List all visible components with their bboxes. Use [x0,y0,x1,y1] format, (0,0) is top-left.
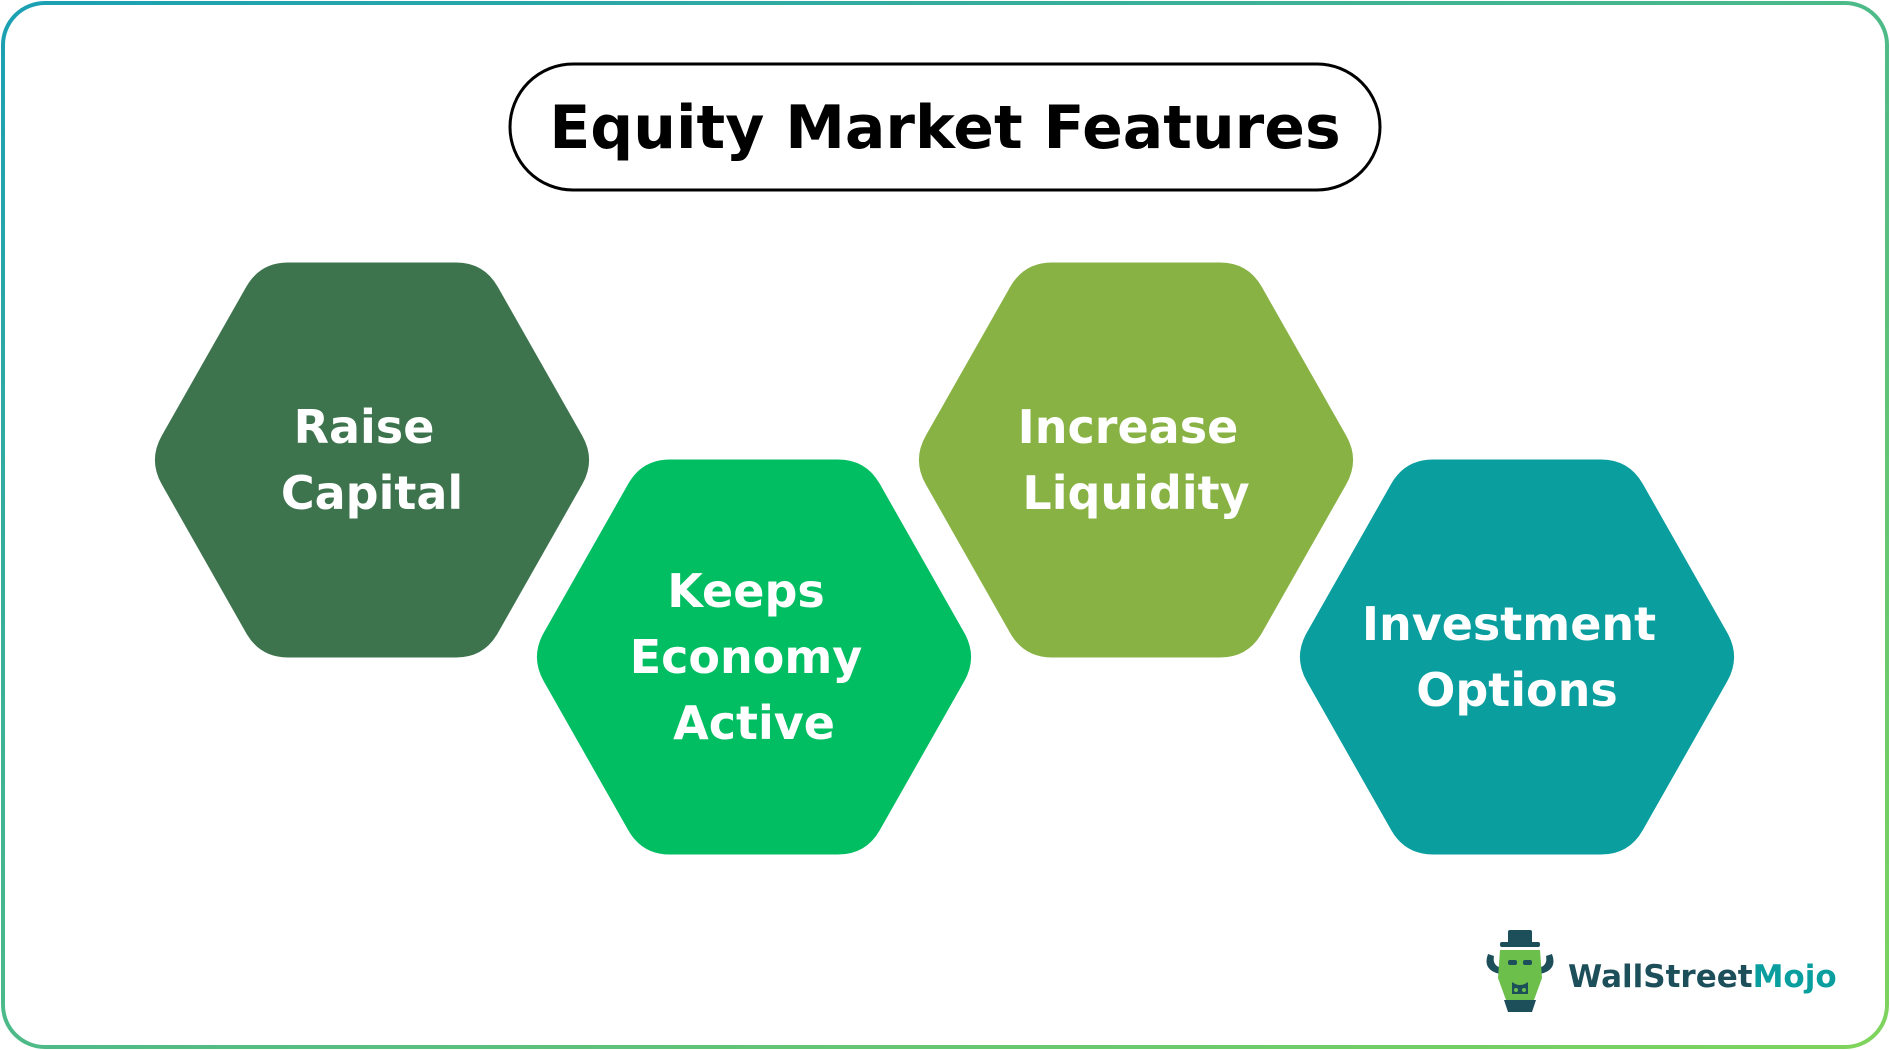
hex-label-investment-options: Investment Options [1362,597,1672,717]
hex-shape-raise-capital [154,262,590,658]
feature-hex-2: Keeps Economy Active [536,459,972,855]
hex-2-line-1: Keeps [667,564,825,618]
hex-label-increase-liquidity: Increase Liquidity [1018,400,1255,520]
hex-label-keeps-economy-active: Keeps Economy Active [630,564,879,750]
hex-3-line-1: Increase [1018,400,1239,454]
brand-name-part-2: Mojo [1753,959,1837,995]
hex-3-line-2: Liquidity [1022,466,1249,520]
hex-shape-investment-options [1299,459,1735,855]
brand-logo: WallStreetMojo [1486,930,1837,1012]
hex-4-line-1: Investment [1362,597,1656,651]
feature-hex-1: Raise Capital [154,262,590,658]
feature-hex-4: Investment Options [1299,459,1735,855]
hex-shape-increase-liquidity [918,262,1354,658]
hex-label-raise-capital: Raise Capital [281,400,463,520]
hex-1-line-1: Raise [294,400,435,454]
hex-2-line-3: Active [673,696,835,750]
diagram-title: Equity Market Features [549,93,1340,163]
bull-mascot-icon [1486,930,1554,1012]
brand-name: WallStreetMojo [1568,959,1837,995]
hex-1-line-2: Capital [281,466,463,520]
brand-name-part-1: WallStreet [1568,959,1753,995]
feature-hex-3: Increase Liquidity [918,262,1354,658]
hex-4-line-2: Options [1416,663,1618,717]
title-pill [508,62,1382,192]
hex-shape-keeps-economy-active [536,459,972,855]
title-box: Equity Market Features [508,62,1382,192]
hex-2-line-2: Economy [630,630,863,684]
